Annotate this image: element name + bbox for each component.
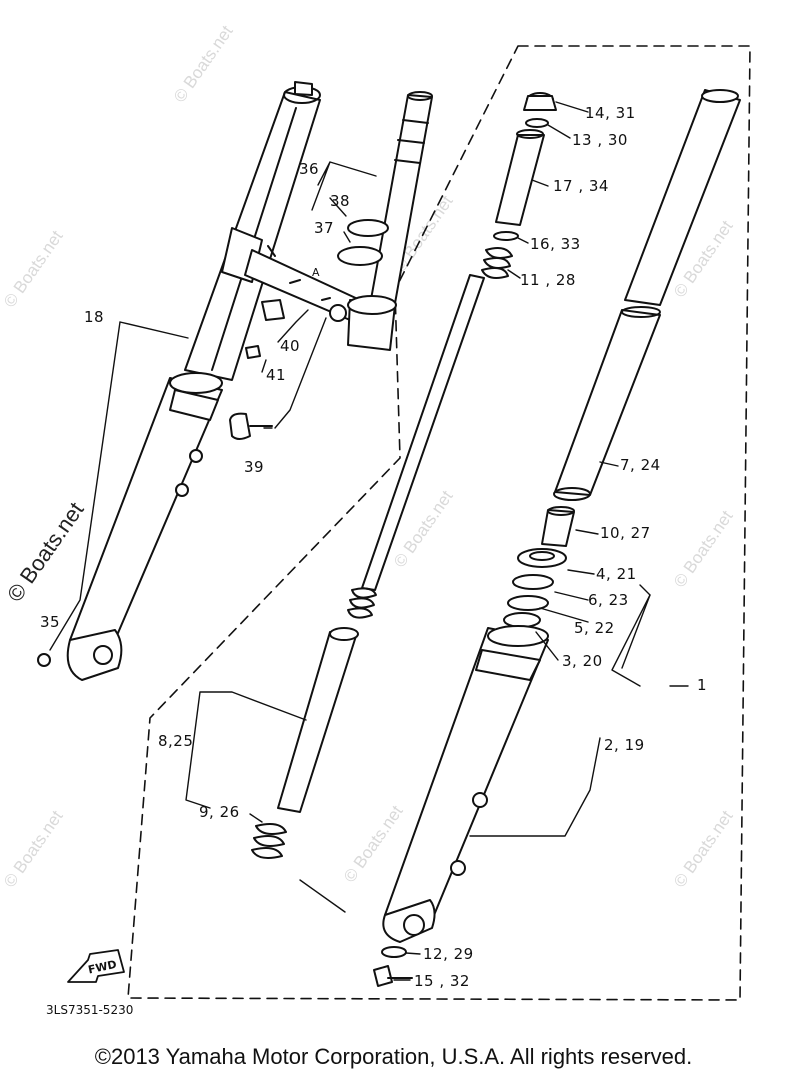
- callout-8-25: 8,25: [158, 732, 194, 750]
- callout-13-30: 13 , 30: [572, 131, 628, 149]
- callout-41: 41: [266, 366, 287, 384]
- damper-rod: [251, 92, 557, 859]
- copyright-notice: ©2013 Yamaha Motor Corporation, U.S.A. A…: [94, 1044, 693, 1069]
- callout-11-28: 11 , 28: [520, 271, 576, 289]
- assembled-fork-left: A: [37, 81, 433, 681]
- callout-16-33: 16, 33: [530, 235, 581, 253]
- fwd-badge-label: FWD: [87, 958, 118, 977]
- callout-4-21: 4, 21: [596, 565, 637, 583]
- callout-6-23: 6, 23: [588, 591, 629, 609]
- callout-9-26: 9, 26: [199, 803, 240, 821]
- fwd-arrow-icon: [67, 949, 125, 983]
- leader-lines: [49, 101, 689, 981]
- callout-1: 1: [697, 676, 708, 694]
- callout-15-32: 15 , 32: [414, 972, 470, 990]
- callout-12-29: 12, 29: [423, 945, 474, 963]
- callout-37: 37: [314, 219, 335, 237]
- callout-17-34: 17 , 34: [553, 177, 609, 195]
- part-code: 3LS7351-5230: [46, 1003, 134, 1017]
- outer-tube-right: [373, 89, 741, 987]
- callout-10-27: 10, 27: [600, 524, 651, 542]
- assembly-outline: [127, 45, 751, 1001]
- callout-39: 39: [244, 458, 265, 476]
- callout-36: 36: [299, 160, 320, 178]
- callout-3-20: 3, 20: [562, 652, 603, 670]
- callout-38: 38: [330, 192, 351, 210]
- callout-2-19: 2, 19: [604, 736, 645, 754]
- callout-40: 40: [280, 337, 301, 355]
- callout-35: 35: [40, 613, 61, 631]
- callout-7-24: 7, 24: [620, 456, 661, 474]
- svg-text:A: A: [312, 266, 320, 279]
- callout-5-22: 5, 22: [574, 619, 615, 637]
- callout-14-31: 14, 31: [585, 104, 636, 122]
- callout-18: 18: [84, 308, 105, 326]
